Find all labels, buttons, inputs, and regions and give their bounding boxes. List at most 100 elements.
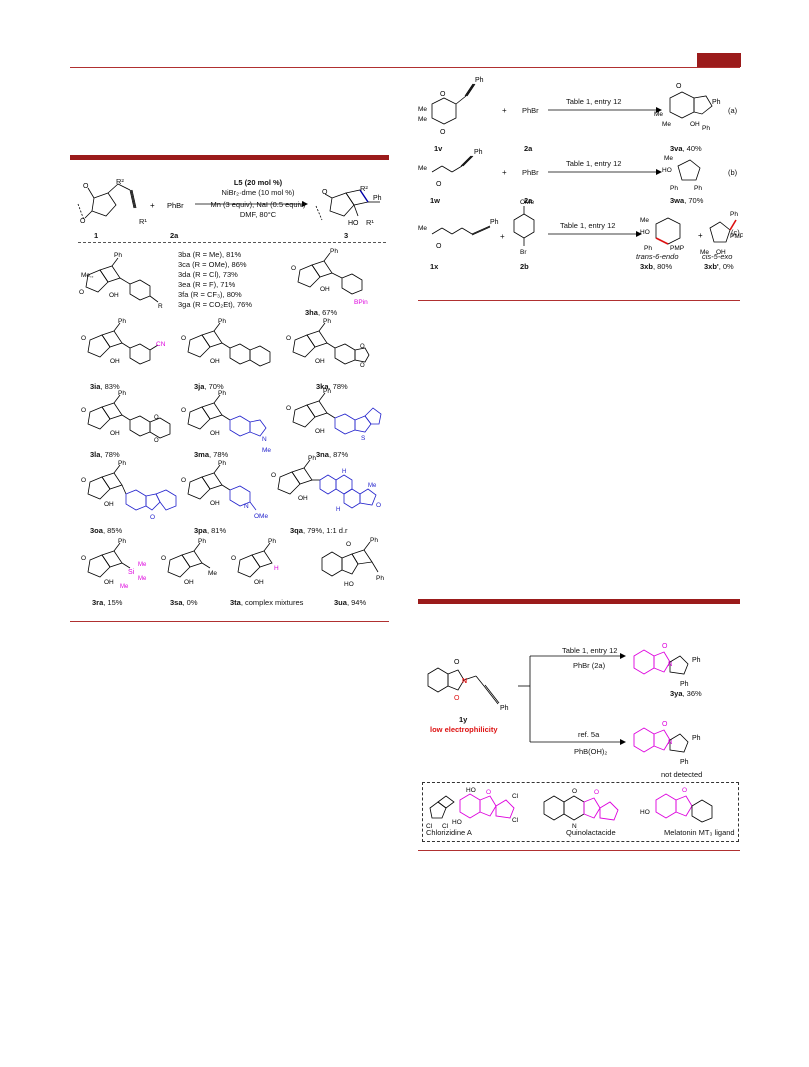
svg-text:Si: Si <box>128 569 135 576</box>
svg-text:Ph: Ph <box>730 211 738 218</box>
svg-text:O: O <box>271 472 276 479</box>
svg-text:Ph: Ph <box>308 455 316 462</box>
svg-text:O: O <box>360 363 365 369</box>
svg-text:Ph: Ph <box>692 657 701 664</box>
svg-text:O: O <box>81 335 86 342</box>
svg-text:O: O <box>572 788 577 795</box>
label-r1-product: R¹ <box>366 218 374 227</box>
condition-c: Table 1, entry 12 <box>560 221 616 230</box>
svg-text:OH: OH <box>298 495 308 502</box>
svg-text:OH: OH <box>210 500 220 507</box>
svg-text:OH: OH <box>110 430 120 437</box>
note-low-electrophilicity: low electrophilicity <box>430 725 498 734</box>
product-id-3: 3 <box>344 231 349 240</box>
product-3xb: 3xb, 80% <box>640 262 673 271</box>
structure-3la: O Ph OH O O <box>81 390 171 444</box>
svg-text:Ph: Ph <box>670 185 678 192</box>
svg-text:Ph: Ph <box>712 99 721 106</box>
natural-melatonin: Melatonin MT₃ ligand <box>664 828 735 837</box>
svg-text:Me: Me <box>654 111 663 118</box>
svg-text:Ph: Ph <box>370 537 378 544</box>
svg-text:O: O <box>231 555 236 562</box>
tag-a: (a) <box>728 106 738 115</box>
svg-text:CN: CN <box>156 341 166 348</box>
svg-text:R: R <box>158 303 163 310</box>
reactant-id-1: 1 <box>94 231 99 240</box>
svg-text:OH: OH <box>716 249 726 256</box>
svg-text:HO: HO <box>466 787 476 794</box>
svg-text:H: H <box>336 507 340 513</box>
left-scheme-bottom-rule <box>70 621 389 622</box>
scheme-left-label-o1: O <box>83 183 89 190</box>
svg-text:BPin: BPin <box>354 299 368 306</box>
svg-text:Ph: Ph <box>490 219 499 226</box>
scheme-left-label-ho: HO <box>348 220 359 227</box>
svg-text:H: H <box>274 565 279 572</box>
substituent-3ga: 3ga (R = CO₂Et), 76% <box>178 300 252 309</box>
plus-a: + <box>502 106 507 115</box>
svg-text:Ph: Ph <box>474 149 483 156</box>
product-3ma-label: 3ma, 78% <box>194 450 229 459</box>
reactant-1v: 1v <box>434 144 443 153</box>
path2-top: ref. 5a <box>578 730 600 739</box>
svg-text:O: O <box>376 502 381 509</box>
svg-text:Ph: Ph <box>692 735 701 742</box>
product-3qa-label: 3qa, 79%, 1:1 d.r <box>290 526 348 535</box>
condition-b: Table 1, entry 12 <box>566 159 622 168</box>
svg-text:N: N <box>668 662 672 668</box>
svg-text:Cl: Cl <box>442 823 449 828</box>
svg-text:O: O <box>154 415 159 421</box>
svg-text:OH: OH <box>320 286 330 293</box>
svg-text:Cl: Cl <box>426 823 433 828</box>
svg-text:O: O <box>81 477 86 484</box>
product-3xb-prime: 3xb', 0% <box>704 262 734 271</box>
stereo-trans: trans-6-endo <box>636 252 679 261</box>
substituent-3ea: 3ea (R = F), 71% <box>178 280 236 289</box>
svg-text:Me: Me <box>208 570 217 577</box>
scheme-left-reaction-svg: O O + PhBr O HO Ph <box>77 183 382 227</box>
svg-text:Me: Me <box>120 584 129 590</box>
right-bottom-bottom-rule <box>418 850 740 851</box>
svg-text:O: O <box>662 643 668 650</box>
svg-text:OH: OH <box>109 292 119 299</box>
reactant-1w: 1w <box>430 196 441 205</box>
svg-text:O: O <box>486 789 491 796</box>
svg-text:Me: Me <box>418 165 427 172</box>
svg-text:OH: OH <box>210 358 220 365</box>
product-3ka-label: 3ka, 78% <box>316 382 348 391</box>
product-3ha-label: 3ha, 67% <box>305 308 338 317</box>
product-3ra-label: 3ra, 15% <box>92 598 123 607</box>
reagent-id-2a: 2a <box>170 231 179 240</box>
svg-text:Ph: Ph <box>118 538 126 545</box>
svg-text:O: O <box>454 659 460 666</box>
svg-text:OH: OH <box>690 121 700 128</box>
svg-text:PMP: PMP <box>670 245 684 252</box>
svg-text:Ph: Ph <box>330 248 338 255</box>
plus-sign: + <box>150 201 155 210</box>
condition-a: Table 1, entry 12 <box>566 97 622 106</box>
svg-text:O: O <box>440 91 446 98</box>
header-rule <box>70 67 740 68</box>
condition-line-3: Mn (3 equiv), NaI (0.5 equiv) <box>210 200 306 209</box>
svg-text:O: O <box>291 265 296 272</box>
svg-text:Me: Me <box>662 121 671 128</box>
substituent-3da: 3da (R = Cl), 73% <box>178 270 238 279</box>
product-3ta-label: 3ta, complex mixtures <box>230 598 304 607</box>
svg-text:Cl: Cl <box>512 817 519 824</box>
svg-text:OH: OH <box>315 428 325 435</box>
svg-text:Me: Me <box>262 447 271 454</box>
structure-3ua: O Ph Ph HO <box>321 537 384 588</box>
substituent-3fa: 3fa (R = CF₃), 80% <box>178 290 242 299</box>
svg-text:HO: HO <box>344 581 354 588</box>
svg-text:OH: OH <box>254 579 264 586</box>
svg-text:O: O <box>150 514 155 521</box>
svg-text:O: O <box>154 438 159 444</box>
svg-text:O: O <box>286 335 291 342</box>
reagent-2b: 2b <box>520 262 529 271</box>
condition-line-4: DMF, 80°C <box>239 210 277 219</box>
product-3na-label: 3na, 87% <box>316 450 349 459</box>
product-3pa-label: 3pa, 81% <box>194 526 227 535</box>
svg-text:H: H <box>342 469 346 475</box>
svg-text:Ph: Ph <box>218 390 226 397</box>
path1-bottom: PhBr (2a) <box>573 661 606 670</box>
